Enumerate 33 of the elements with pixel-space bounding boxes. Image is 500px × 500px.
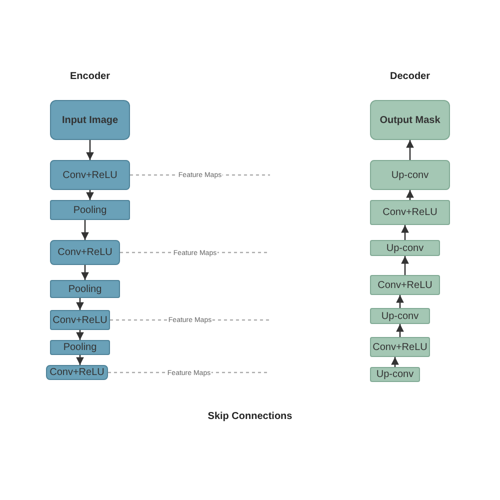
process-box: Conv+ReLU — [370, 337, 430, 357]
process-box: Up-conv — [370, 308, 430, 324]
arrow — [86, 140, 94, 160]
heading: Decoder — [390, 71, 430, 82]
arrow — [391, 357, 399, 367]
process-box: Up-conv — [370, 160, 450, 190]
process-box: Conv+ReLU — [370, 275, 440, 295]
process-box: Pooling — [50, 200, 130, 220]
process-box: Pooling — [50, 340, 110, 355]
process-box: Conv+ReLU — [370, 200, 450, 225]
arrow — [76, 355, 84, 365]
arrow — [76, 330, 84, 340]
arrow — [401, 225, 409, 240]
process-box: Output Mask — [370, 100, 450, 140]
process-box: Conv+ReLU — [50, 240, 120, 265]
process-box: Conv+ReLU — [50, 160, 130, 190]
heading: Skip Connections — [208, 411, 292, 422]
arrow — [76, 298, 84, 310]
process-box: Input Image — [50, 100, 130, 140]
process-box: Conv+ReLU — [50, 310, 110, 330]
process-box: Up-conv — [370, 240, 440, 256]
process-box: Up-conv — [370, 367, 420, 382]
process-box: Pooling — [50, 280, 120, 298]
arrow — [81, 220, 89, 240]
arrow — [396, 324, 404, 337]
arrow — [406, 190, 414, 200]
arrow — [396, 295, 404, 308]
heading: Encoder — [70, 71, 110, 82]
arrow — [401, 256, 409, 275]
process-box: Conv+ReLU — [46, 365, 108, 380]
arrow — [81, 265, 89, 280]
arrow — [406, 140, 414, 160]
arrow — [86, 190, 94, 200]
